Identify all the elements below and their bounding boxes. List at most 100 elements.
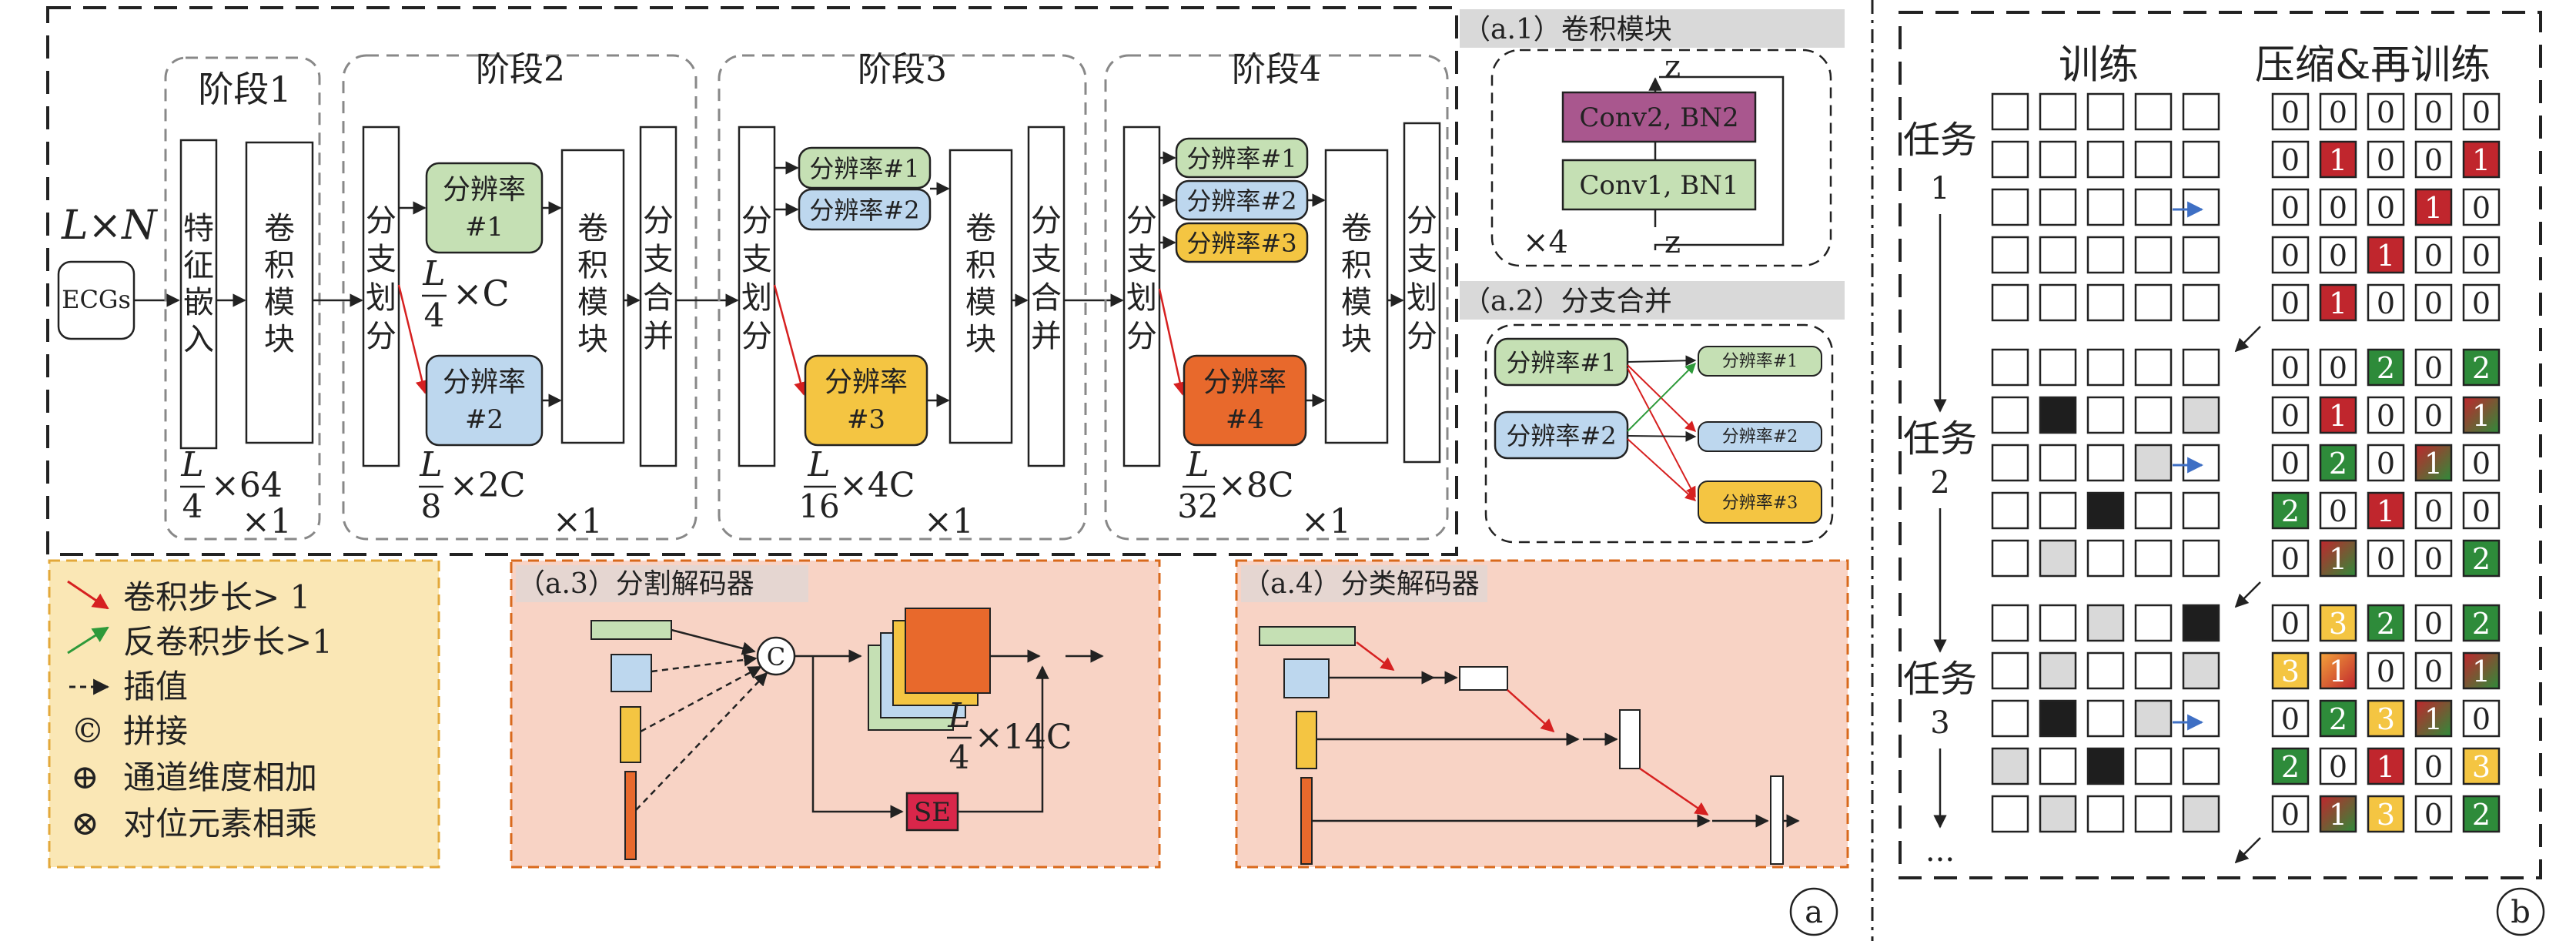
stride-conv-arrow [1627, 367, 1696, 498]
svg-text:2: 2 [1930, 465, 1949, 501]
compressed-weight-cell [2462, 92, 2501, 131]
compressed-weight-value: 2 [2281, 494, 2300, 528]
compressed-weight-value: 2 [2329, 702, 2347, 736]
a2-title: （a.2）分支合并 [1463, 286, 1672, 317]
compressed-weight-value: 0 [2281, 95, 2300, 129]
res1-line1: 分辨率 [443, 174, 526, 206]
svg-text:分: 分 [741, 319, 772, 354]
a1-title: （a.1）卷积模块 [1463, 14, 1672, 45]
train-weight-cell [2182, 92, 2220, 131]
compressed-weight-cell [2462, 348, 2501, 387]
compressed-weight-value: 0 [2281, 607, 2300, 641]
compressed-weight-cell [2319, 651, 2357, 690]
stage3-border [718, 54, 1087, 541]
svg-text:划: 划 [366, 280, 396, 316]
compressed-weight-value: 0 [2329, 750, 2347, 784]
res4-line2: #4 [1226, 404, 1264, 435]
se-path [811, 656, 904, 819]
compressed-weight-value: 0 [2281, 702, 2300, 736]
svg-text:8: 8 [421, 487, 442, 525]
a2-output-res3-label: 分辨率#3 [1722, 494, 1798, 513]
train-weight-cell [1991, 396, 2029, 434]
res2-label: 分辨率#2 [809, 196, 919, 225]
a4-feat-res2 [1283, 658, 1330, 698]
flow-arrow [1627, 430, 1697, 442]
branch-merge-box [1027, 126, 1066, 467]
compressed-weight-value: 0 [2424, 655, 2443, 688]
compressed-weight-value: 0 [2377, 447, 2395, 481]
svg-text:任务: 任务 [1903, 417, 1977, 460]
train-weight-cell [2086, 283, 2125, 322]
train-weight-cell [2134, 283, 2173, 322]
a2-output-res1 [1698, 346, 1822, 377]
interp-arrow [651, 653, 758, 673]
svg-text:卷: 卷 [1341, 211, 1372, 246]
compressed-weight-value: 1 [2377, 494, 2395, 528]
compressed-weight-value: 2 [2472, 607, 2491, 641]
panel-a-border [46, 6, 1458, 556]
train-weight-cell [1991, 140, 2029, 179]
svg-text:模: 模 [1341, 285, 1372, 320]
compressed-weight-cell [2414, 795, 2453, 833]
svg-text:×1: ×1 [924, 502, 974, 541]
legend-green-arrow-icon [67, 626, 109, 655]
branch-split-box [1122, 126, 1161, 467]
stage2-dim: L 8 ×2C ×1 [419, 445, 603, 541]
train-weight-cell [2134, 188, 2173, 226]
train-header: 训练 [2059, 42, 2139, 89]
svg-text:支: 支 [1407, 242, 1437, 277]
svg-text:并: 并 [1031, 319, 1062, 354]
compressed-weight-cell [2271, 604, 2310, 642]
compressed-weight-value: 3 [2281, 655, 2300, 688]
legend-box [48, 559, 440, 869]
train-weight-cell [2134, 795, 2173, 833]
svg-text:...: ... [1925, 833, 1955, 869]
compressed-weight-cell [2271, 747, 2310, 785]
compressed-weight-value: 1 [2329, 143, 2347, 177]
res2-line2: #2 [465, 404, 503, 435]
train-weight-cell [2182, 236, 2220, 274]
compressed-weight-value: 1 [2424, 702, 2443, 736]
res2-label: 分辨率#2 [1186, 186, 1296, 216]
stage3-dim: L 16 ×4C ×1 [798, 445, 974, 541]
svg-text:L: L [419, 445, 442, 484]
compressed-weight-cell [2462, 795, 2501, 833]
train-weight-cell [2182, 747, 2220, 785]
compressed-weight-value: 0 [2424, 351, 2443, 385]
svg-text:×2C: ×2C [450, 466, 526, 505]
stage1-title: 阶段1 [198, 69, 291, 110]
conv-module-label: 卷积模块 [577, 211, 608, 357]
compressed-weight-value: 1 [2472, 143, 2491, 177]
compressed-weight-value: 1 [2329, 542, 2347, 576]
compressed-weight-cell [2367, 539, 2405, 578]
train-weight-cell [1991, 348, 2029, 387]
a2-output-res1-label: 分辨率#1 [1722, 352, 1798, 371]
a3-feat-res1 [590, 620, 672, 640]
compressed-weight-cell [2367, 236, 2405, 274]
compressed-weight-value: 1 [2424, 447, 2443, 481]
train-weight-cell [2039, 539, 2077, 578]
svg-text:划: 划 [741, 280, 772, 316]
compressed-weight-cell [2271, 236, 2310, 274]
panel-b-label: b [2511, 895, 2531, 930]
branch-split-box [738, 126, 776, 467]
compressed-weight-value: 0 [2377, 542, 2395, 576]
train-weight-cell [2086, 444, 2125, 482]
svg-text:支: 支 [366, 242, 396, 277]
train-weight-cell [2086, 699, 2125, 738]
train-weight-cell [2086, 604, 2125, 642]
svg-text:分: 分 [1126, 319, 1157, 354]
train-weight-cell [2086, 396, 2125, 434]
svg-text:×8C: ×8C [1218, 466, 1294, 505]
conv-module-box [560, 149, 625, 444]
compressed-weight-cell [2271, 444, 2310, 482]
train-weight-cell [1991, 604, 2029, 642]
stride-conv-arrow [1158, 288, 1187, 396]
compressed-weight-value: 1 [2424, 191, 2443, 225]
res3-label: 分辨率#3 [1186, 229, 1296, 258]
input-label: L×N [61, 203, 158, 249]
compressed-weight-value: 0 [2281, 399, 2300, 433]
compressed-weight-value: 0 [2424, 95, 2443, 129]
